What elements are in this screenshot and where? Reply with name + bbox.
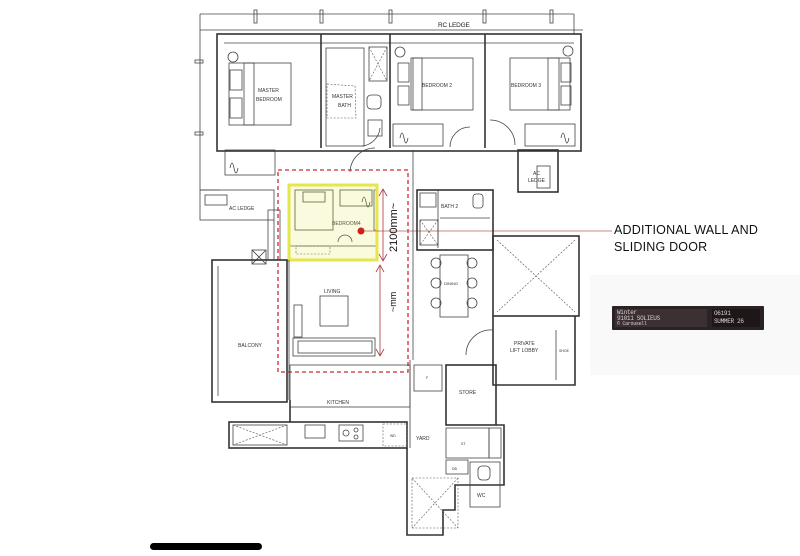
label-ac-ledge-left: AC LEDGE <box>229 206 255 212</box>
dining: DINING <box>430 254 478 318</box>
label-rc-ledge: RC LEDGE <box>438 22 470 29</box>
ac-ledge-left: AC LEDGE <box>199 149 281 265</box>
label-master-bedroom: MASTER <box>258 88 279 94</box>
label-bedroom2: BEDROOM 2 <box>422 83 452 89</box>
annotation-dot <box>357 227 365 235</box>
dimension-living: ~mm <box>375 264 398 357</box>
label-f: F <box>426 376 428 380</box>
dimension-label-bedroom4: 2100mm~ <box>388 203 400 252</box>
label-st: ST <box>461 442 466 446</box>
label-wd: WD <box>390 434 396 438</box>
watermark-left: Winter 91011 SOLIEUS © Carousell <box>615 309 707 327</box>
label-shoe: SHOE <box>559 349 570 353</box>
service-area: F STORE YARD ST DB WC <box>406 364 505 536</box>
label-wc: WC <box>477 493 486 499</box>
ac-ledge-right: AC LEDGE <box>517 149 559 193</box>
bath2: BATH 2 <box>416 189 494 251</box>
label-private-lift-lobby-2: LIFT LOBBY <box>510 348 539 354</box>
private-lift-lobby: PRIVATE LIFT LOBBY SHOE <box>465 235 580 386</box>
watermark-right1: O6191 <box>714 310 731 317</box>
connecting-walls <box>273 150 414 448</box>
label-ac-ledge-right-1: AC <box>533 171 540 177</box>
label-living: LIVING <box>324 289 341 295</box>
label-bedroom4: BEDROOM4 <box>332 221 361 227</box>
annotation-text: ADDITIONAL WALL AND SLIDING DOOR <box>614 222 758 256</box>
kitchen: KITCHEN WD <box>228 364 411 449</box>
watermark-line3: © Carousell <box>617 321 647 327</box>
label-dining: DINING <box>444 281 458 286</box>
dimension-bedroom4: 2100mm~ <box>378 188 400 262</box>
label-bedroom3: BEDROOM 3 <box>511 83 541 89</box>
label-master-bath-2: BATH <box>338 103 351 109</box>
watermark-right: O6191 SUMMER 26 <box>712 309 760 327</box>
upper-bedrooms-block: MASTER BEDROOM MASTER BATH BEDROOM 2 BED… <box>216 33 582 173</box>
label-balcony: BALCONY <box>238 343 263 349</box>
scroll-indicator-bar[interactable] <box>150 543 262 550</box>
watermark-line2: 91011 SOLIEUS <box>617 315 660 322</box>
label-store: STORE <box>459 390 477 396</box>
label-ac-ledge-right-2: LEDGE <box>528 178 546 184</box>
watermark-line1: Winter <box>617 309 637 316</box>
label-yard: YARD <box>416 436 430 442</box>
annotation-line2: SLIDING DOOR <box>614 240 708 254</box>
label-master-bath: MASTER <box>332 94 353 100</box>
red-dashed-region <box>277 169 409 373</box>
label-kitchen: KITCHEN <box>327 400 349 406</box>
label-db: DB <box>452 467 458 471</box>
living-balcony-block: BALCONY LIVING <box>211 259 376 403</box>
dimension-label-living: ~mm <box>388 292 398 312</box>
label-bath2: BATH 2 <box>441 204 458 210</box>
label-master-bedroom-2: BEDROOM <box>256 97 282 103</box>
annotation-line1: ADDITIONAL WALL AND <box>614 223 759 237</box>
watermark-sticker: Winter 91011 SOLIEUS © Carousell O6191 S… <box>612 306 764 330</box>
bedroom4-highlight-box <box>287 183 379 262</box>
rc-ledge: RC LEDGE <box>200 9 583 34</box>
label-private-lift-lobby-1: PRIVATE <box>514 341 535 347</box>
watermark-right2: SUMMER 26 <box>714 318 744 325</box>
